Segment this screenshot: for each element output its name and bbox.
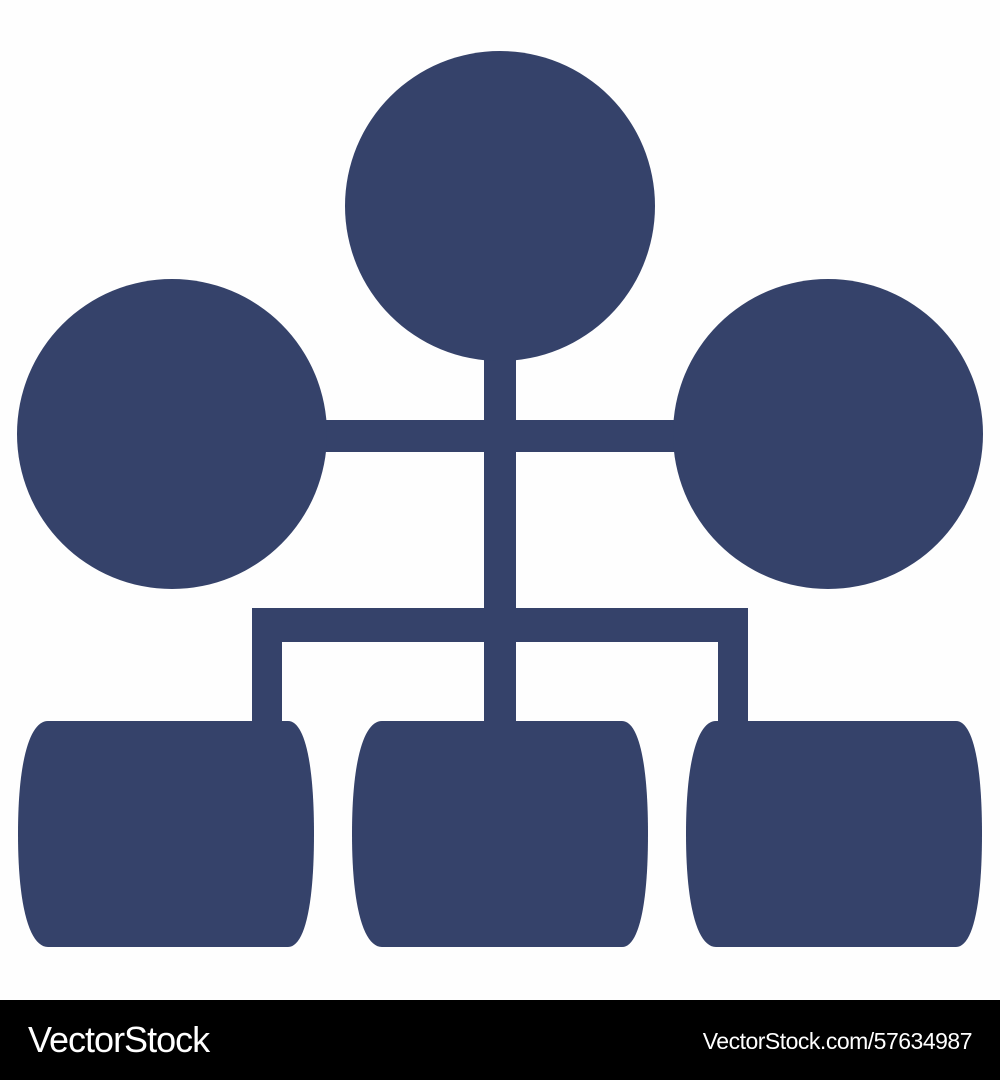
hierarchy-diagram [17, 51, 983, 947]
right-circle [673, 279, 983, 589]
connector-lower-bar [252, 608, 748, 642]
connector-trunk [484, 350, 516, 725]
brand-logo-text: VectorStock [28, 1019, 210, 1060]
connectors [252, 350, 748, 725]
connector-left-drop [252, 608, 282, 725]
nodes [17, 51, 983, 947]
connector-side-bar [300, 420, 700, 452]
image-id-text: VectorStock.com/57634987 [702, 1028, 973, 1054]
watermark-footer: VectorStock VectorStock.com/57634987 [0, 1000, 1000, 1080]
bottom-center-box [352, 721, 648, 947]
left-circle [17, 279, 327, 589]
diagram-canvas [17, 51, 983, 947]
connector-right-drop [718, 608, 748, 725]
top-circle [345, 51, 655, 361]
bottom-left-box [18, 721, 314, 947]
bottom-right-box [686, 721, 982, 947]
